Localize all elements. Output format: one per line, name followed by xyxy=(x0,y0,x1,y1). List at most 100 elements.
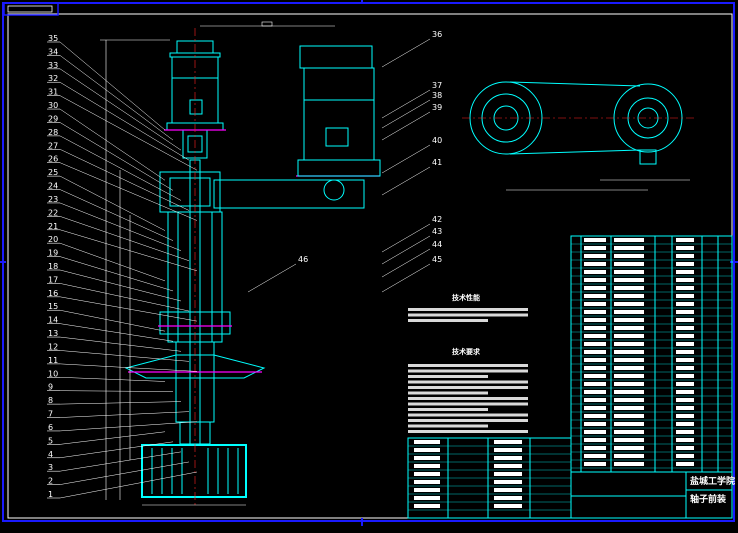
callout-label: 15 xyxy=(48,302,58,311)
parts-row-mark xyxy=(676,286,694,290)
callout-leader xyxy=(381,89,431,119)
parts-row-mark xyxy=(676,438,694,442)
callout-leader xyxy=(59,309,166,332)
parts-row-mark xyxy=(584,390,606,394)
bottom-row-mark xyxy=(414,440,440,444)
callout-leader xyxy=(381,166,431,196)
note-line-mark xyxy=(408,308,528,311)
parts-row-mark xyxy=(584,286,606,290)
parts-row-mark xyxy=(614,294,644,298)
callout-leader xyxy=(59,411,190,418)
parts-row-mark xyxy=(614,414,644,418)
parts-row-mark xyxy=(614,254,644,258)
callout-label: 23 xyxy=(48,195,58,204)
callout-leader xyxy=(59,296,198,322)
callout-leader xyxy=(381,99,431,129)
parts-row-mark xyxy=(614,358,644,362)
top-view-dimensions xyxy=(506,179,690,191)
drive-motor xyxy=(213,45,381,209)
parts-row-mark xyxy=(584,462,606,466)
parts-row-mark xyxy=(614,430,644,434)
drive-motor-window xyxy=(325,127,349,147)
parts-row-mark xyxy=(584,438,606,442)
callout-leader xyxy=(59,363,198,372)
parts-row-mark xyxy=(614,390,644,394)
parts-row-mark xyxy=(676,462,694,466)
parts-row-mark xyxy=(676,334,694,338)
parts-row-mark xyxy=(676,422,694,426)
school-name: 盐城工学院 xyxy=(690,475,735,487)
parts-row-mark xyxy=(614,398,644,402)
callout-label: 28 xyxy=(48,128,58,137)
callout-leader xyxy=(59,122,174,191)
corner-label-box xyxy=(3,2,59,16)
bottom-row-mark xyxy=(414,504,440,508)
top-view-belt-drive xyxy=(469,81,683,165)
tech-performance-heading: 技术性能 xyxy=(452,293,480,302)
parts-row-mark xyxy=(676,454,694,458)
parts-row-mark xyxy=(614,262,644,266)
callout-leader xyxy=(59,55,174,141)
parts-row-mark xyxy=(584,446,606,450)
impeller xyxy=(124,354,266,379)
note-line-mark xyxy=(408,313,528,317)
callout-label: 9 xyxy=(48,383,53,392)
callout-leader xyxy=(247,263,297,293)
callout-leader xyxy=(59,336,182,352)
callout-leader xyxy=(59,229,198,272)
callout-label: 44 xyxy=(432,240,442,249)
parts-row-mark xyxy=(584,310,606,314)
parts-row-mark xyxy=(614,366,644,370)
parts-row-mark xyxy=(584,382,606,386)
parts-row-mark xyxy=(584,398,606,402)
callout-label: 39 xyxy=(432,103,442,112)
callout-label: 8 xyxy=(48,396,53,405)
parts-row-mark xyxy=(676,350,694,354)
callout-leader xyxy=(59,471,198,499)
callout-label: 46 xyxy=(298,255,308,264)
parts-row-mark xyxy=(676,310,694,314)
parts-row-mark xyxy=(584,342,606,346)
bottom-row-mark xyxy=(414,488,440,492)
parts-row-mark xyxy=(584,318,606,322)
callout-label: 27 xyxy=(48,141,58,150)
parts-row-mark xyxy=(584,238,606,242)
callout-label: 31 xyxy=(48,88,58,97)
parts-row-mark xyxy=(614,310,644,314)
callout-label: 30 xyxy=(48,101,58,110)
callout-leader xyxy=(59,216,190,262)
bottom-row-mark xyxy=(414,480,440,484)
note-line-mark xyxy=(408,380,528,384)
bottom-row-mark xyxy=(414,496,440,500)
callout-label: 11 xyxy=(48,356,58,365)
parts-row-mark xyxy=(614,302,644,306)
callout-label: 19 xyxy=(48,249,58,258)
callout-leader xyxy=(59,189,174,241)
callout-label: 43 xyxy=(432,227,442,236)
parts-row-mark xyxy=(584,262,606,266)
bottom-row-mark xyxy=(414,472,440,476)
note-line-mark xyxy=(408,386,528,389)
callout-leader xyxy=(59,390,174,392)
callout-label: 40 xyxy=(432,136,442,145)
parts-row-mark xyxy=(676,414,694,418)
callout-label: 18 xyxy=(48,262,58,271)
parts-row-mark xyxy=(584,374,606,378)
parts-row-mark xyxy=(676,278,694,282)
parts-row-mark xyxy=(676,342,694,346)
callout-label: 5 xyxy=(48,436,53,445)
parts-row-mark xyxy=(614,406,644,410)
callout-leader xyxy=(381,38,431,68)
parts-row-mark xyxy=(614,286,644,290)
callout-label: 10 xyxy=(48,369,58,378)
dimension-lines xyxy=(100,21,335,506)
callout-label: 2 xyxy=(48,477,53,486)
callout-label: 38 xyxy=(432,91,442,100)
callout-label: 34 xyxy=(48,47,58,56)
callout-label: 36 xyxy=(432,30,442,39)
parts-row-mark xyxy=(676,238,694,242)
callout-leader xyxy=(59,41,166,131)
parts-row-mark xyxy=(676,254,694,258)
